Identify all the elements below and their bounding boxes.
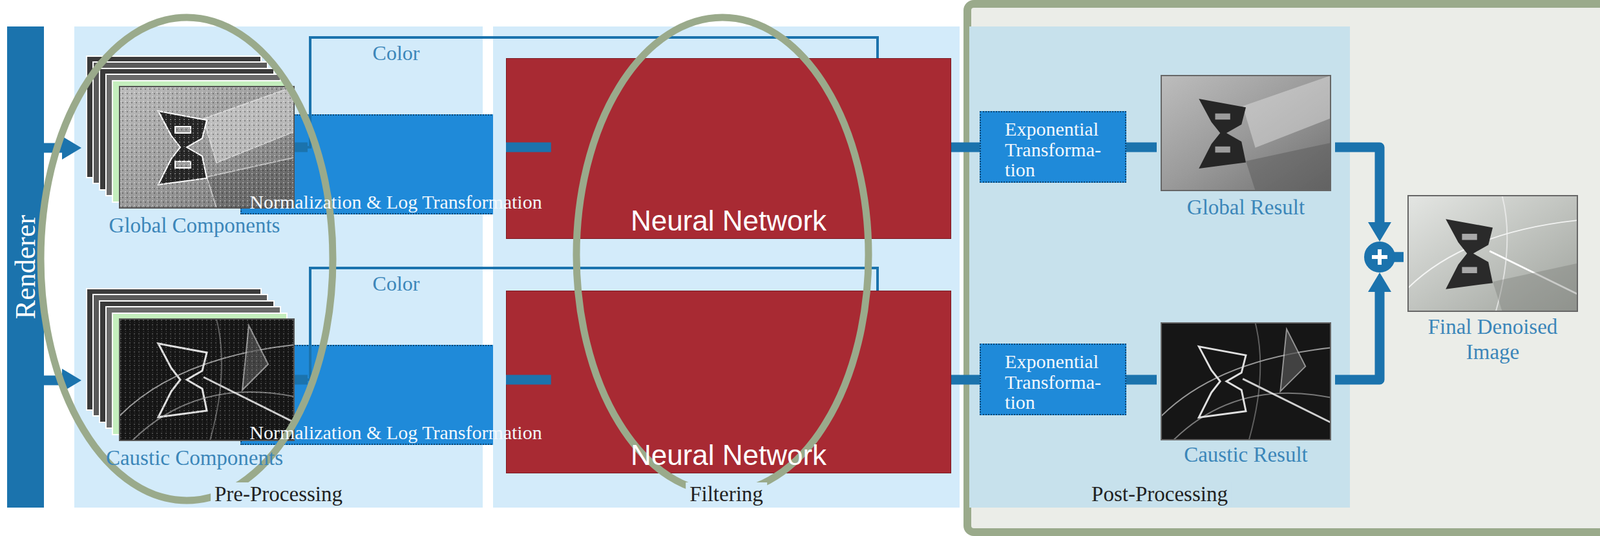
exponential-box: Exponential Transforma- tion [979, 111, 1127, 183]
connector [951, 379, 980, 381]
node-label: Caustic Result [1179, 442, 1312, 469]
connector [505, 379, 552, 381]
highlight-ellipse [40, 17, 869, 501]
edge-label: Color [370, 41, 423, 66]
caustic-image-stack [86, 288, 295, 441]
connector [1126, 379, 1157, 381]
neural-network-box: Neural Network [505, 290, 952, 474]
connector [1335, 147, 1404, 258]
node-label: Global Result [1183, 195, 1309, 222]
edge-label: Color [370, 272, 423, 296]
node-label: Post-Processing [1087, 482, 1232, 507]
node-label: Exponential Transforma- tion [1000, 118, 1106, 181]
renderer-bar: Renderer [7, 26, 44, 508]
connector [307, 37, 878, 148]
connector [1126, 147, 1157, 148]
node-label: Caustic Components [102, 445, 287, 472]
plus-symbol [1365, 242, 1394, 272]
exponential-box: Exponential Transforma- tion [979, 343, 1127, 416]
connector [505, 147, 552, 148]
node-label: Exponential Transforma- tion [1000, 351, 1106, 413]
highlight-frame [967, 3, 1600, 533]
node-label: Filtering [685, 482, 768, 507]
node-label: Normalization & Log Transformation [245, 422, 546, 444]
node-label: Pre-Processing [210, 482, 347, 507]
connector [951, 147, 980, 148]
node-label: Neural Network [626, 439, 831, 472]
node-label: Global Components [105, 213, 285, 240]
global-image-stack [86, 56, 295, 209]
neural-network-box: Neural Network [505, 58, 952, 240]
node-label: Normalization & Log Transformation [245, 191, 546, 213]
node-label: Neural Network [626, 204, 831, 238]
node-label: Renderer [9, 215, 43, 320]
connector [1335, 257, 1404, 380]
node-label: Final Denoised Image [1418, 314, 1568, 366]
result-images [1161, 75, 1578, 441]
